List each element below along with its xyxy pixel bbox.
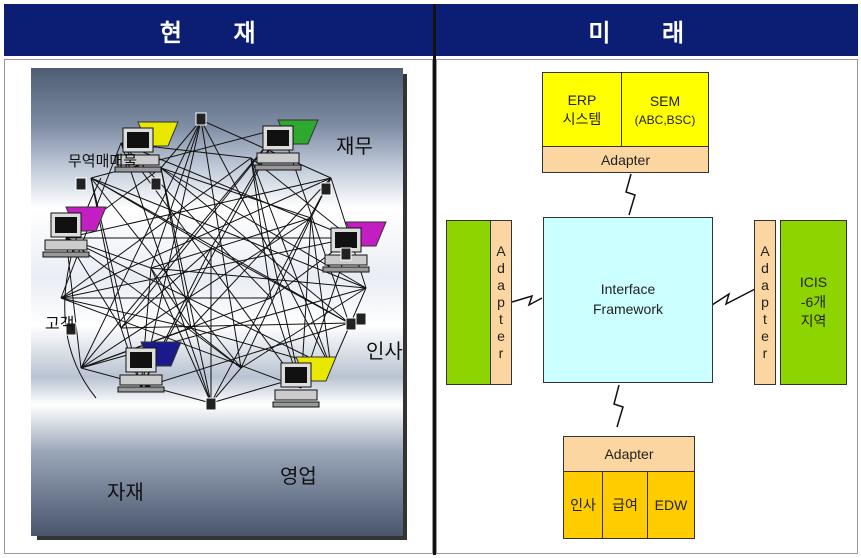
- interface-framework-box: Interface Framework: [543, 217, 713, 383]
- terminal-icon: [345, 317, 357, 331]
- connection-line: [90, 177, 212, 249]
- connection-line: [60, 297, 192, 329]
- bottom-adapter: Adapter: [563, 436, 695, 472]
- label-material: 자재: [107, 480, 144, 504]
- connection-line: [250, 157, 272, 299]
- zigzag-bottom: [613, 384, 624, 428]
- connection-line: [60, 157, 252, 299]
- connection-line: [80, 127, 282, 369]
- column-divider: [433, 4, 436, 555]
- sem-box: SEM (ABC,BSC): [621, 72, 709, 147]
- connection-line: [250, 157, 332, 369]
- label-finance: 재무: [336, 134, 373, 158]
- connection-line: [150, 267, 192, 329]
- connection-line: [65, 237, 242, 369]
- connection-line: [140, 322, 350, 389]
- connection-line: [80, 119, 202, 369]
- connection-line: [200, 119, 242, 369]
- header-current: 현 재: [4, 4, 433, 56]
- connection-line: [160, 167, 350, 324]
- icis-box: ICIS -6개 지역: [780, 220, 847, 385]
- connection-line: [120, 322, 350, 329]
- header-future: 미 래: [436, 4, 858, 56]
- terminal-icon: [195, 112, 207, 126]
- connection-line: [65, 237, 82, 369]
- connection-line: [240, 287, 367, 369]
- network-shadow: [403, 74, 407, 540]
- terminal-icon: [65, 322, 77, 336]
- connection-line: [200, 119, 332, 369]
- connection-line: [190, 327, 242, 369]
- connection-line: [120, 247, 212, 329]
- connection-line: [90, 177, 242, 369]
- connection-line: [210, 367, 242, 404]
- computer-icon: [254, 119, 319, 171]
- connection-line: [210, 177, 332, 404]
- terminal-icon: [205, 397, 217, 411]
- computer-icon: [117, 341, 182, 393]
- connection-line: [150, 217, 312, 269]
- erp-system-box: ERP 시스템: [542, 72, 622, 147]
- connection-line: [160, 119, 202, 169]
- terminal-icon: [320, 182, 332, 196]
- computer-icon: [42, 206, 107, 258]
- right-adapter: Adapter: [754, 220, 776, 385]
- connection-line: [150, 119, 202, 269]
- connection-line: [150, 267, 367, 289]
- connection-line: [120, 127, 282, 329]
- connection-line: [160, 167, 192, 329]
- current-network-diagram: [31, 68, 407, 540]
- future-connectors: [511, 173, 756, 428]
- computer-icon: [322, 221, 387, 273]
- left-system-box: [446, 220, 491, 385]
- computer-icon: [272, 356, 337, 408]
- sem-title: SEM: [649, 92, 681, 109]
- zigzag-top: [625, 173, 636, 216]
- connection-line: [65, 177, 332, 239]
- connection-line: [90, 177, 122, 329]
- terminal-icon: [340, 247, 352, 261]
- left-adapter: Adapter: [490, 220, 512, 385]
- zigzag-left: [511, 294, 543, 307]
- bottom-item-hr: 인사: [563, 471, 603, 539]
- label-hr: 인사: [366, 339, 403, 363]
- network-nodes: [42, 112, 387, 411]
- bottom-item-payroll: 급여: [602, 471, 648, 539]
- network-shadow-bottom: [37, 536, 407, 540]
- computer-icon: [114, 121, 179, 173]
- label-trade: 무역매매물: [68, 152, 138, 170]
- connection-line: [240, 217, 312, 369]
- connection-line: [80, 217, 312, 369]
- bottom-item-edw: EDW: [647, 471, 695, 539]
- connection-line: [310, 217, 332, 369]
- terminal-icon: [150, 177, 162, 191]
- top-adapter: Adapter: [542, 146, 709, 173]
- zigzag-right: [711, 288, 756, 306]
- label-sales: 영업: [280, 464, 317, 488]
- connection-line: [250, 157, 352, 239]
- connection-line: [150, 267, 212, 404]
- connection-line: [90, 177, 367, 289]
- connection-line: [60, 237, 352, 299]
- terminal-icon: [75, 177, 87, 191]
- network-background: [31, 68, 403, 536]
- terminal-icon: [355, 312, 367, 326]
- connection-line: [160, 167, 312, 219]
- label-customer: 고객: [45, 314, 75, 333]
- connection-line: [250, 157, 302, 389]
- sem-subtitle: (ABC,BSC): [634, 112, 696, 127]
- connection-line: [160, 167, 212, 404]
